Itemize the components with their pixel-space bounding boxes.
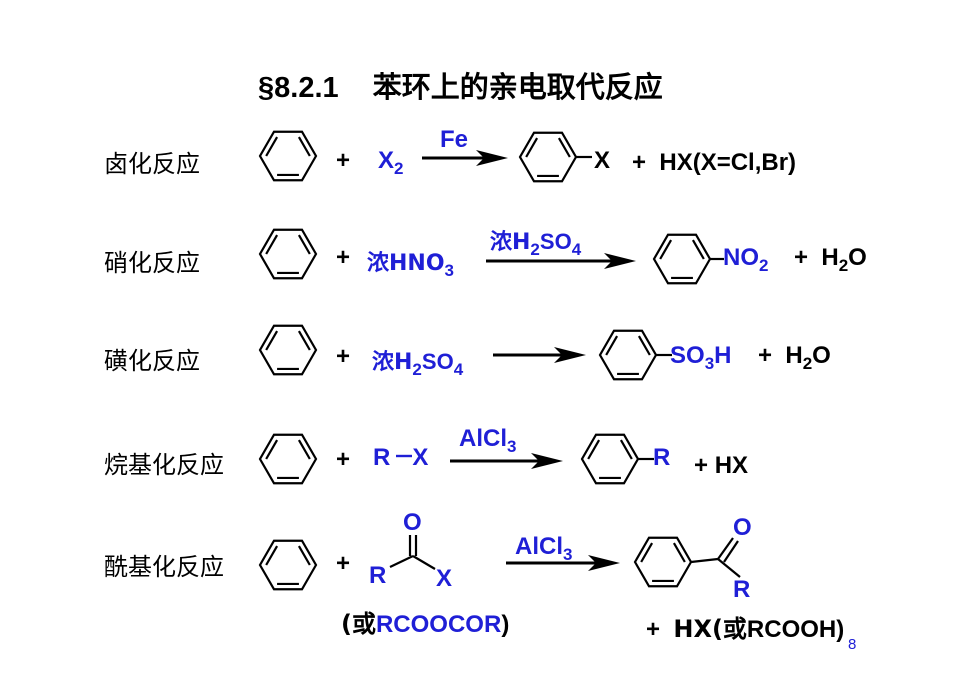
reaction-name-nitration: 硝化反应 <box>104 249 200 277</box>
benzene-ring-reactant-1-double-bond <box>265 136 279 157</box>
product-substituent-r: R <box>653 444 671 471</box>
section-title: 苯环上的亲电取代反应 <box>372 70 663 104</box>
benzene-ring-product-3-double-bond <box>637 335 651 356</box>
byproduct-hx-or-acid: + HX(或RCOOH) <box>646 615 845 643</box>
benzene-ring-reactant-5 <box>258 539 318 591</box>
catalyst-alcl3: AlCl3 <box>459 425 517 456</box>
plus-sign: + <box>336 446 351 473</box>
byproduct-water: + H2O <box>758 342 831 373</box>
reaction-name-alkylation: 烷基化反应 <box>104 451 224 479</box>
page-number: 8 <box>848 636 857 653</box>
benzene-ring-reactant-5-double-bond <box>297 545 311 566</box>
byproduct-hx: + HX(X=Cl,Br) <box>632 149 797 176</box>
benzene-ring-product-1-double-bond <box>525 137 539 158</box>
reaction-arrow-3-head <box>554 347 586 363</box>
benzene-ring-reactant-4-double-bond <box>265 439 279 460</box>
reaction-name-acylation: 酰基化反应 <box>104 553 224 581</box>
reaction-arrow-4-head <box>531 453 563 469</box>
catalyst-fe: Fe <box>440 126 469 153</box>
acyl-reagent-x: X <box>436 565 453 592</box>
benzene-ring-product-1-double-bond <box>557 137 571 158</box>
benzene-ring-product-2-double-bond <box>691 239 705 260</box>
product-substituent-no2: NO2 <box>723 244 769 275</box>
plus-sign: + <box>336 343 351 370</box>
alt-reagent-anhydride: (或RCOOCOR) <box>341 610 510 638</box>
byproduct-water: + H2O <box>794 244 867 275</box>
benzene-ring-product-5-double-bond <box>640 542 654 563</box>
benzene-ring-product-3-double-bond <box>605 335 619 356</box>
benzene-ring-product-2 <box>652 233 712 285</box>
product-r: R <box>733 576 751 603</box>
product-substituent-so3h: SO3H <box>670 342 732 373</box>
benzene-ring-reactant-1 <box>258 130 318 182</box>
reaction-arrow-2-head <box>604 253 636 269</box>
product-co-double-bond-2 <box>723 540 739 563</box>
plus-sign: + <box>336 244 351 271</box>
benzene-ring-reactant-4-double-bond <box>297 439 311 460</box>
reagent-nitric-acid: 浓HNO3 <box>367 251 454 280</box>
reaction-name-sulfonation: 磺化反应 <box>104 347 200 375</box>
byproduct-hx: + HX <box>694 452 749 479</box>
benzene-ring-product-3 <box>598 329 658 381</box>
benzene-ring-product-5-double-bond <box>672 542 686 563</box>
benzene-ring-reactant-5-double-bond <box>265 545 279 566</box>
plus-sign: + <box>336 550 351 577</box>
benzene-ring-reactant-2 <box>258 228 318 280</box>
reaction-arrow-5-head <box>588 555 620 571</box>
acyl-r-bond <box>389 555 414 568</box>
section-number: §8.2.1 <box>258 72 339 104</box>
benzene-ring-product-1 <box>518 131 578 183</box>
acyl-reagent-r: R <box>369 562 387 589</box>
catalyst-sulfuric-acid: 浓H2SO4 <box>490 229 582 259</box>
benzene-ring-product-2-double-bond <box>659 239 673 260</box>
benzene-ring-reactant-3-double-bond <box>265 330 279 351</box>
catalyst-alcl3: AlCl3 <box>515 533 573 564</box>
benzene-ring-reactant-4 <box>258 433 318 485</box>
plus-sign: + <box>336 147 351 174</box>
benzene-ring-product-4-double-bond <box>587 439 601 460</box>
page-title: §8.2.1 苯环上的亲电取代反应 <box>258 64 663 106</box>
benzene-ring-product-4-double-bond <box>619 439 633 460</box>
benzene-ring-reactant-2-double-bond <box>297 234 311 255</box>
benzene-ring-reactant-2-double-bond <box>265 234 279 255</box>
acyl-x-bond <box>412 555 436 570</box>
benzene-ring-product-5 <box>633 536 693 588</box>
product-acyl-attachment-bond <box>690 557 719 564</box>
product-co-double-bond-1 <box>717 537 734 560</box>
benzene-ring-reactant-1-double-bond <box>297 136 311 157</box>
reagent-halogen: X2 <box>378 147 404 178</box>
benzene-ring-reactant-3 <box>258 324 318 376</box>
reagent-sulfuric-acid: 浓H2SO4 <box>372 349 464 379</box>
acyl-reagent-oxygen: O <box>403 509 422 536</box>
benzene-ring-product-4 <box>580 433 640 485</box>
reaction-name-halogenation: 卤化反应 <box>104 150 200 178</box>
product-substituent-x: X <box>594 147 611 174</box>
benzene-ring-reactant-3-double-bond <box>297 330 311 351</box>
product-r-bond <box>717 558 741 578</box>
product-oxygen: O <box>733 514 752 541</box>
reaction-arrow-1-head <box>476 150 508 166</box>
